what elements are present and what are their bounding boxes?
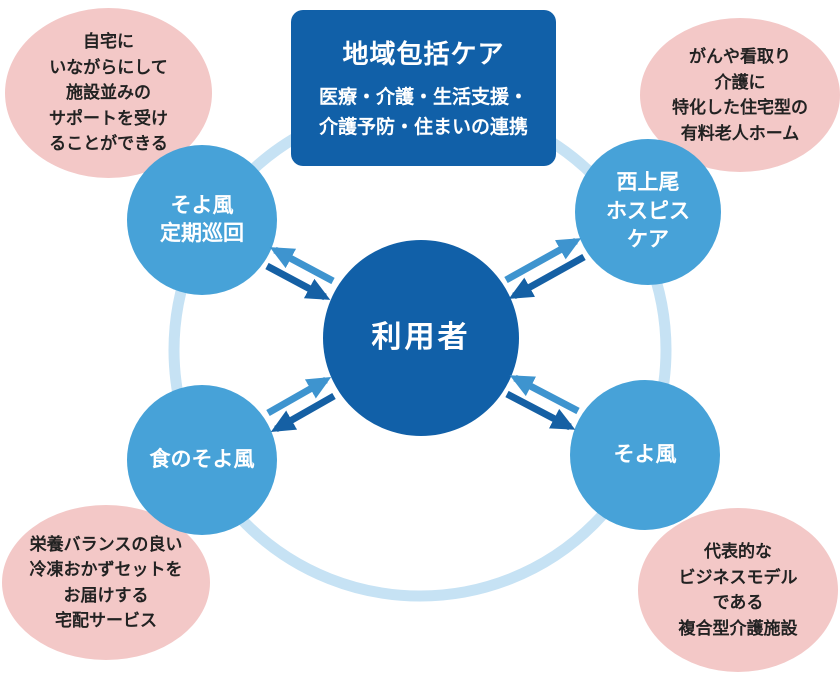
node-label-top-left: そよ風 定期巡回 (160, 193, 244, 245)
node-label-bottom-right: そよ風 (613, 442, 677, 466)
node-shoku-no-soyokaze: 食のそよ風 (127, 385, 277, 535)
note-text-top-left: 自宅に いながらにして 施設並みの サポートを受け ることができる (49, 32, 168, 154)
arrow-center-to-topleft (269, 246, 335, 285)
arrow-center-to-bottomright (505, 390, 576, 431)
node-label-bottom-left: 食のそよ風 (149, 447, 255, 471)
arrow-center-to-bottomleft (270, 392, 336, 433)
node-soyokaze-teikijunkai: そよ風 定期巡回 (127, 145, 277, 295)
arrow-topright-to-center (508, 253, 586, 300)
node-label-top-right: 西上尾 ホスピス ケア (606, 171, 690, 252)
arrow-bottomright-to-center (509, 374, 580, 415)
center-node-label: 利用者 (371, 320, 471, 354)
arrow-center-to-topright (504, 237, 582, 284)
note-bubble-bottom-right: 代表的な ビジネスモデル である 複合型介護施設 (638, 508, 838, 672)
header-subtitle: 医療・介護・生活支援・ 介護予防・住まいの連携 (318, 87, 528, 138)
center-node-user: 利用者 (323, 240, 519, 436)
header-card: 地域包括ケア 医療・介護・生活支援・ 介護予防・住まいの連携 (291, 10, 556, 166)
header-title: 地域包括ケア (342, 39, 505, 70)
node-soyokaze: そよ風 (570, 380, 720, 530)
note-text-bottom-left: 栄養バランスの良い 冷凍おかずセットを お届けする 宅配サービス (29, 534, 183, 631)
arrow-bottomleft-to-center (266, 376, 332, 417)
note-text-bottom-right: 代表的な ビジネスモデル である 複合型介護施設 (678, 542, 798, 638)
arrow-topleft-to-center (265, 262, 331, 301)
node-nishiageo-hospice: 西上尾 ホスピス ケア (575, 139, 721, 285)
note-text-top-right: がんや看取り 介護に 特化した住宅型の 有料老人ホーム (672, 47, 808, 143)
